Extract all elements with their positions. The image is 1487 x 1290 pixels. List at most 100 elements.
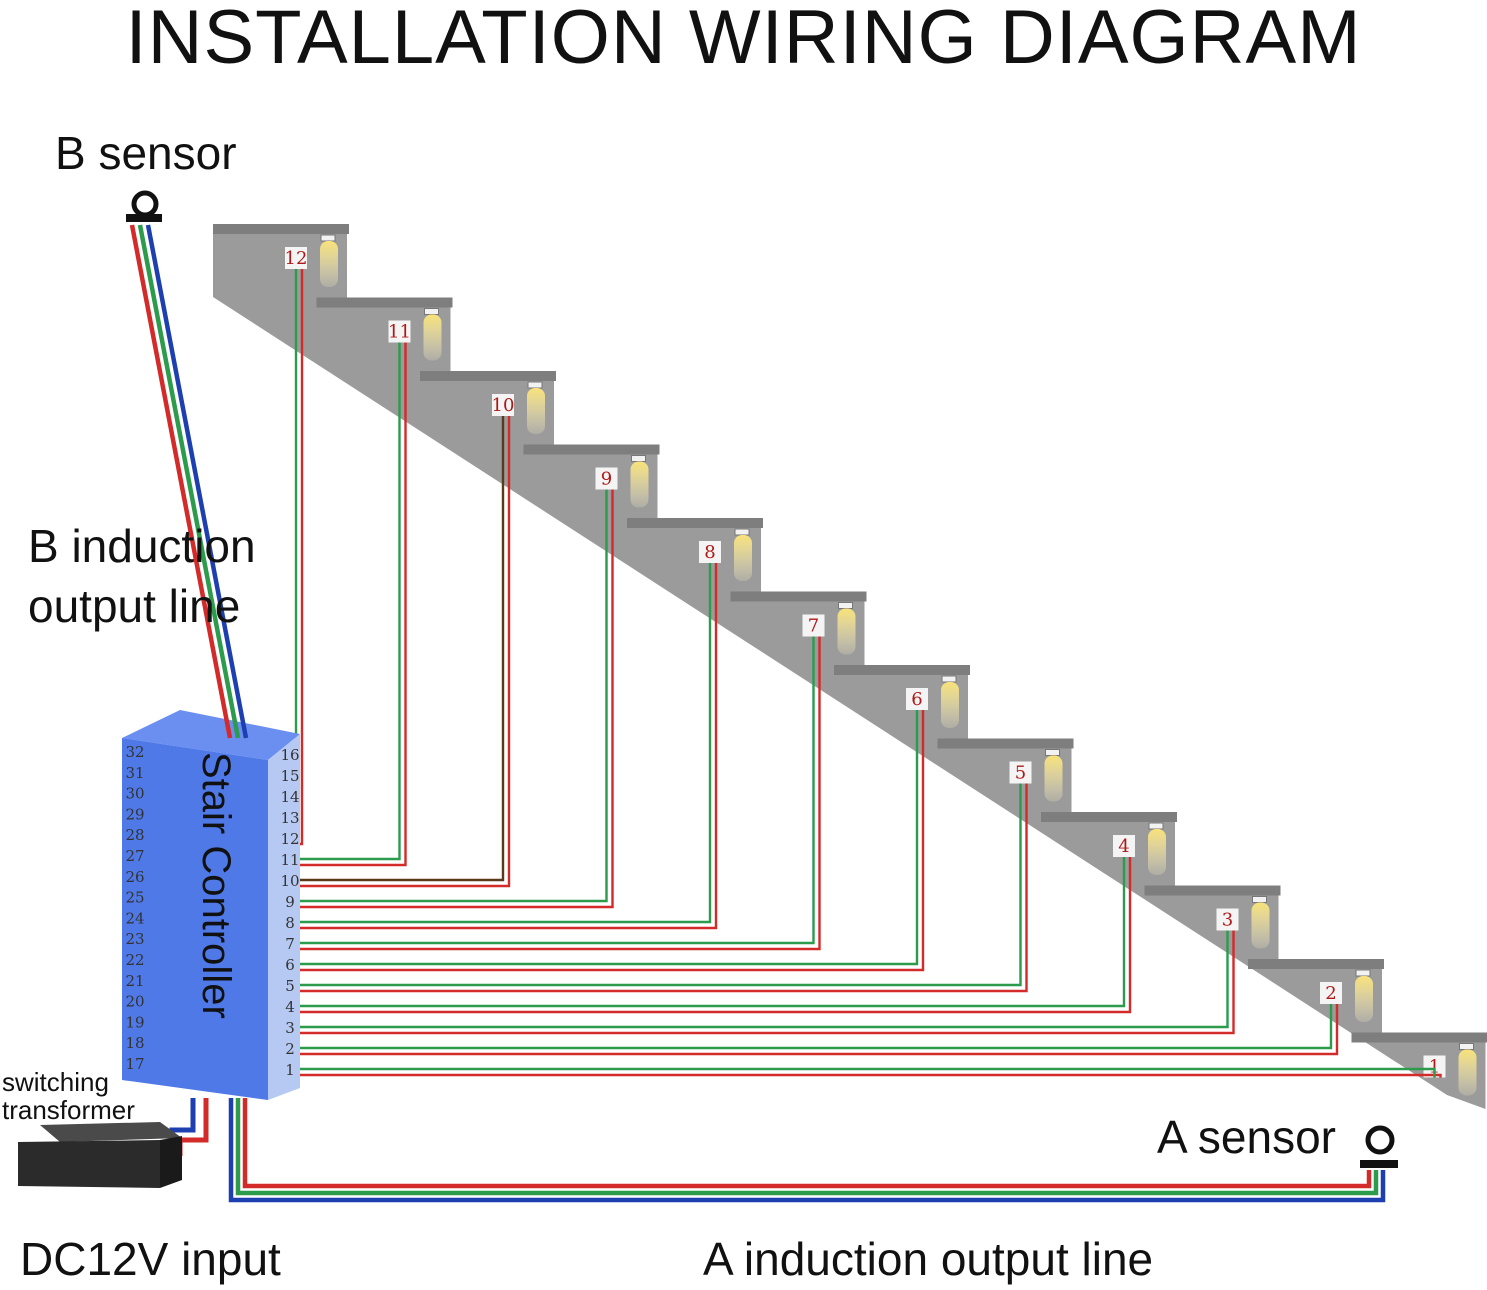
right-pin-number: 3 — [285, 1019, 295, 1037]
led-light — [423, 314, 442, 361]
step-number: 12 — [285, 248, 308, 269]
transformer-top — [40, 1122, 182, 1142]
right-pin-number: 2 — [285, 1040, 295, 1058]
step-tread — [420, 371, 556, 381]
step-number-box — [1320, 982, 1342, 1004]
step-number: 10 — [492, 395, 515, 416]
step-tread — [1144, 885, 1281, 896]
right-pin-number: 9 — [285, 893, 295, 911]
step-tread — [316, 297, 453, 308]
transformer-label-1: switching — [2, 1067, 109, 1097]
controller-label: Stair Controller — [194, 752, 238, 1019]
a-wire-blue — [228, 1098, 1386, 1203]
step-wire-red — [290, 489, 614, 909]
led-fixture — [838, 602, 853, 609]
controller-side — [268, 734, 300, 1100]
diagram-title: INSTALLATION WIRING DIAGRAM — [125, 0, 1362, 80]
led-fixture — [320, 234, 336, 242]
led-fixture — [424, 308, 439, 315]
b-line-label-2: output line — [28, 580, 241, 632]
transformer-label-2: transformer — [2, 1095, 135, 1125]
left-pin-number: 18 — [125, 1034, 144, 1052]
right-pin-number: 6 — [285, 956, 295, 974]
led-light — [1148, 829, 1166, 875]
step-wire-green — [290, 636, 815, 945]
step-wire-red — [290, 930, 1235, 1035]
led-fixture — [734, 528, 750, 536]
step-wire-green — [290, 342, 401, 861]
a-wire-red — [242, 1098, 1372, 1189]
led-light — [320, 241, 338, 287]
step-wire-red — [290, 416, 511, 888]
led-fixture — [1252, 896, 1267, 903]
step-number-box — [699, 541, 721, 563]
step-number-box — [1009, 761, 1032, 784]
led-light — [837, 608, 856, 655]
left-pin-number: 32 — [125, 743, 144, 761]
controller-top — [122, 710, 300, 760]
step-number-box — [595, 467, 618, 490]
a-sensor-base — [1360, 1160, 1398, 1168]
step-number-box — [802, 614, 825, 637]
led-fixture — [1459, 1043, 1474, 1050]
step-number: 2 — [1325, 983, 1336, 1004]
step-wire-red — [290, 1073, 1442, 1078]
right-pin-number: 7 — [285, 935, 295, 953]
a-induction-output-line-label: A induction output line — [703, 1233, 1154, 1285]
right-pin-number: 14 — [280, 788, 299, 806]
led-light — [734, 535, 752, 581]
step-wire-red — [290, 857, 1132, 1014]
step-number-box — [1423, 1055, 1446, 1078]
step-wire-red — [290, 636, 821, 951]
step-wire-green — [290, 1004, 1333, 1050]
step-tread — [730, 591, 867, 602]
left-pin-number: 17 — [125, 1055, 144, 1073]
left-pin-number: 21 — [125, 972, 144, 990]
right-pin-number: 10 — [280, 872, 299, 890]
led-fixture — [1045, 749, 1060, 756]
step-tread — [627, 518, 763, 528]
switching-transformer-label: switching transformer — [2, 1068, 135, 1124]
b-line-label-1: B induction — [28, 520, 256, 572]
step-wire-red — [290, 342, 407, 867]
step-tread — [1248, 959, 1384, 969]
led-fixture — [941, 675, 957, 683]
step-number-box — [1113, 835, 1135, 857]
right-pin-number: 4 — [285, 998, 295, 1016]
step-number-box — [906, 688, 928, 710]
led-fixture — [1355, 969, 1371, 977]
step-number: 5 — [1015, 763, 1026, 784]
left-pin-number: 20 — [125, 993, 144, 1011]
b-wire-blue — [145, 224, 249, 739]
left-pin-number: 27 — [125, 847, 144, 865]
led-fixture — [1148, 822, 1164, 830]
left-pin-number: 19 — [125, 1013, 144, 1031]
step-tread — [523, 444, 660, 455]
left-pin-number: 25 — [125, 889, 144, 907]
step-wire-green — [290, 416, 505, 882]
step-wire-red — [290, 563, 718, 930]
step-number: 9 — [601, 469, 612, 490]
a-sensor — [1365, 1125, 1395, 1155]
transformer-side — [160, 1136, 182, 1188]
step-number: 6 — [911, 689, 922, 710]
b-induction-output-line-label: B induction output line — [28, 516, 256, 636]
led-light — [1458, 1049, 1477, 1096]
step-number-box — [388, 320, 411, 343]
right-pin-number: 11 — [280, 851, 299, 869]
step-number: 4 — [1118, 836, 1129, 857]
right-pin-number: 13 — [280, 809, 299, 827]
right-pin-number: 8 — [285, 914, 295, 932]
b-sensor-base — [126, 214, 162, 222]
right-pin-number: 12 — [280, 830, 299, 848]
step-wire-green — [290, 1067, 1436, 1078]
step-tread — [834, 665, 970, 675]
left-pin-number: 28 — [125, 826, 144, 844]
dc12v-input-label: DC12V input — [20, 1233, 281, 1285]
switching-transformer — [18, 1098, 209, 1188]
transformer-front — [18, 1140, 160, 1188]
step-number: 8 — [704, 542, 715, 563]
